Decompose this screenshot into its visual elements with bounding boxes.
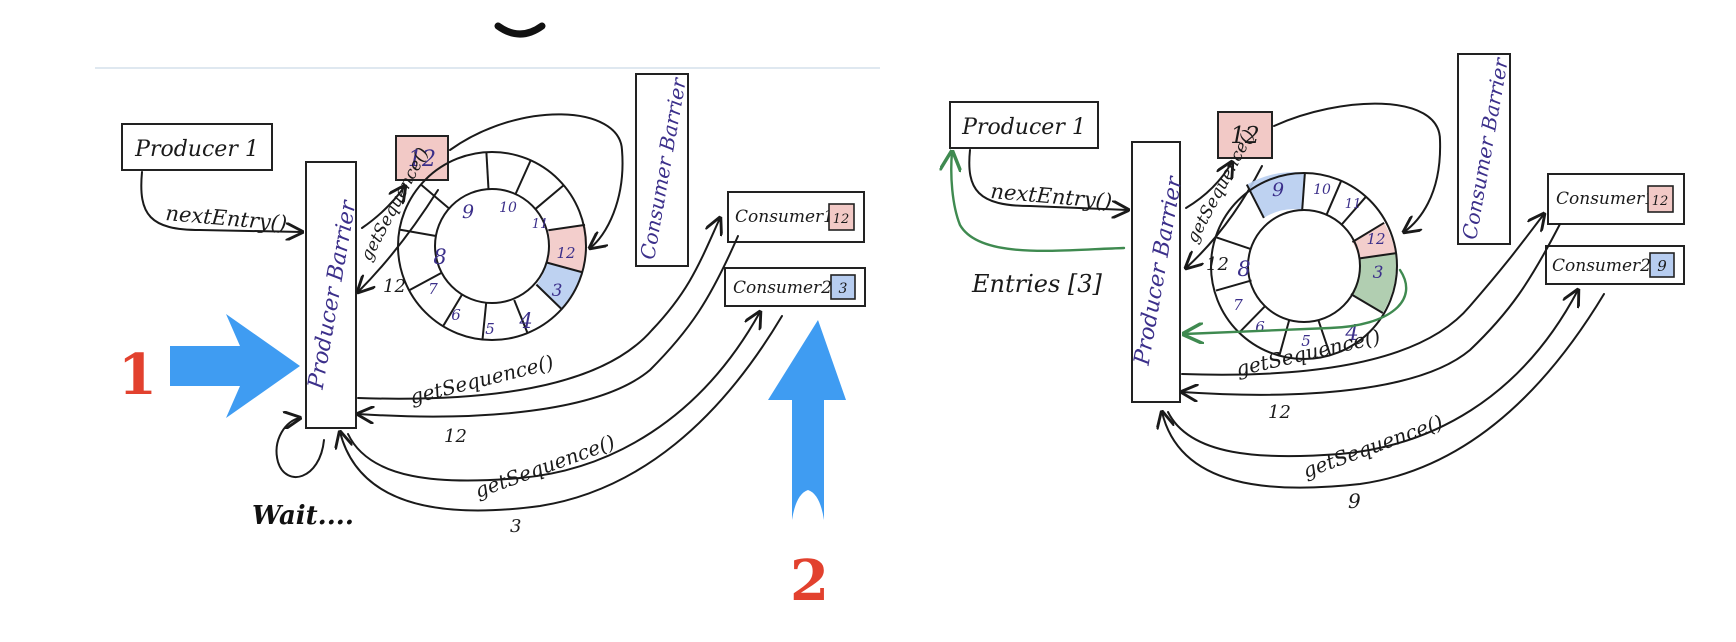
next-entry-arrow — [140, 171, 302, 232]
ring-label-9: 9 — [462, 201, 474, 223]
ring-label-7: 7 — [428, 280, 438, 298]
consumer2-value-box — [830, 274, 856, 300]
consumer2-value: 3 — [839, 281, 848, 297]
c2-return-label: 3 — [510, 516, 521, 537]
producer-box — [949, 101, 1099, 149]
get-sequence-ring-arrow — [361, 186, 405, 229]
consumer1-value: 12 — [1652, 194, 1669, 209]
ring-label-7: 7 — [1233, 296, 1243, 314]
consumer1-value: 12 — [833, 212, 850, 227]
consumer2-value: 9 — [1657, 257, 1667, 275]
ring-dividers — [399, 152, 586, 340]
wait-label: Wait.... — [252, 501, 354, 531]
c2-return-arrow — [1162, 293, 1605, 489]
next-entry-label: nextEntry() — [990, 179, 1113, 214]
ring-inner — [1247, 209, 1361, 323]
c1-return-arrow — [1182, 223, 1561, 395]
step2-number: 2 — [790, 548, 829, 614]
c1-return-label: 12 — [444, 426, 467, 447]
ring-slot-highlight-3 — [1350, 253, 1397, 313]
next-entry-arrow — [968, 149, 1128, 210]
ring-label-8: 8 — [1237, 257, 1250, 281]
c2-return-arrow — [340, 315, 783, 512]
c2-return-label: 9 — [1348, 489, 1361, 513]
consumer-barrier-box — [635, 73, 689, 267]
sequence-value: 12 — [408, 147, 436, 172]
consumer1-label: Consumer1 — [1556, 189, 1655, 209]
ring-label-6: 6 — [1255, 318, 1265, 336]
sequence-to-ring-arrow — [1273, 102, 1442, 232]
ring-label-3: 3 — [552, 281, 563, 301]
wait-loop-arrow — [275, 418, 325, 478]
entries-label: Entries [3] — [971, 270, 1103, 298]
ring-label-11: 11 — [532, 217, 549, 232]
c1-get-sequence-arrow — [1181, 214, 1544, 376]
producer-barrier-box — [305, 161, 357, 429]
ring-label-12: 12 — [556, 244, 575, 262]
ring-inner — [434, 188, 550, 304]
ring-label-10: 10 — [499, 200, 517, 216]
slot3-to-barrier-arrow — [1184, 268, 1408, 334]
sequence-box — [395, 135, 449, 181]
ring-slot-labels: 9 10 11 12 3 4 5 6 7 8 — [428, 200, 575, 338]
ring-label-4: 4 — [518, 309, 532, 333]
consumer2-label: Consumer2 — [1552, 256, 1651, 276]
ring-slot-highlight-12 — [1352, 222, 1396, 259]
c1-return-arrow — [358, 235, 739, 417]
c1-return-label: 12 — [1268, 402, 1291, 423]
ring-label-6: 6 — [451, 306, 461, 324]
ring-slot-highlight-3 — [536, 262, 583, 309]
ring-label-10: 10 — [1313, 182, 1331, 198]
get-sequence-ring-arrow — [1185, 162, 1232, 209]
consumer1-box — [1547, 173, 1685, 225]
ring-return-arrow — [1186, 165, 1263, 268]
step1-arrow-icon — [170, 314, 300, 418]
get-sequence-ring-label: getSequence() — [357, 144, 433, 264]
consumer2-value-box — [1649, 252, 1675, 278]
consumer-barrier-box — [1457, 53, 1511, 245]
top-arc-fragment — [494, 22, 546, 38]
step1-number: 1 — [118, 342, 157, 408]
right-diagram: Producer 1 nextEntry() Entries [3] Produ… — [949, 53, 1685, 513]
consumer1-label: Consumer1 — [735, 207, 834, 227]
c1-get-sequence-label: getSequence() — [407, 350, 556, 409]
producer-label: Producer 1 — [134, 137, 259, 162]
c2-get-sequence-arrow — [1167, 290, 1578, 458]
sequence-value: 12 — [1230, 123, 1259, 149]
ring-dividers — [1215, 172, 1396, 357]
producer-box — [121, 123, 273, 171]
ring-slot-highlight-12 — [547, 224, 588, 273]
ring-return-label: 12 — [1206, 254, 1229, 275]
ring-slot-labels: 9 10 11 12 3 4 5 6 7 8 — [1233, 179, 1385, 350]
producer-barrier-box — [1131, 141, 1181, 403]
ring-label-12: 12 — [1366, 230, 1385, 248]
c1-get-sequence-arrow — [357, 218, 720, 400]
sequence-to-ring-arrow — [449, 113, 624, 248]
entries-arrow — [951, 152, 1126, 253]
ring-label-8: 8 — [433, 245, 446, 269]
step2-arrow-icon — [768, 320, 846, 520]
c2-get-sequence-arrow — [347, 312, 760, 482]
ring-buffer: 9 10 11 12 3 4 5 6 7 8 — [1210, 172, 1398, 360]
ring-label-5: 5 — [1301, 332, 1311, 350]
ring-label-3: 3 — [1373, 263, 1384, 283]
ring-label-5: 5 — [485, 320, 495, 338]
sequence-box — [1217, 111, 1273, 159]
consumer1-value-box — [828, 203, 855, 231]
c2-get-sequence-label: getSequence() — [1300, 410, 1447, 483]
ring-label-11: 11 — [1345, 197, 1362, 212]
consumer1-value-box — [1647, 185, 1674, 213]
left-diagram: Producer 1 nextEntry() Producer Barrier … — [118, 73, 866, 614]
ring-return-label: 12 — [383, 276, 406, 297]
ring-buffer: 9 10 11 12 3 4 5 6 7 8 — [397, 151, 588, 341]
producer-label: Producer 1 — [961, 115, 1086, 140]
consumer2-label: Consumer2 — [733, 278, 832, 298]
ring-label-9: 9 — [1272, 179, 1284, 201]
